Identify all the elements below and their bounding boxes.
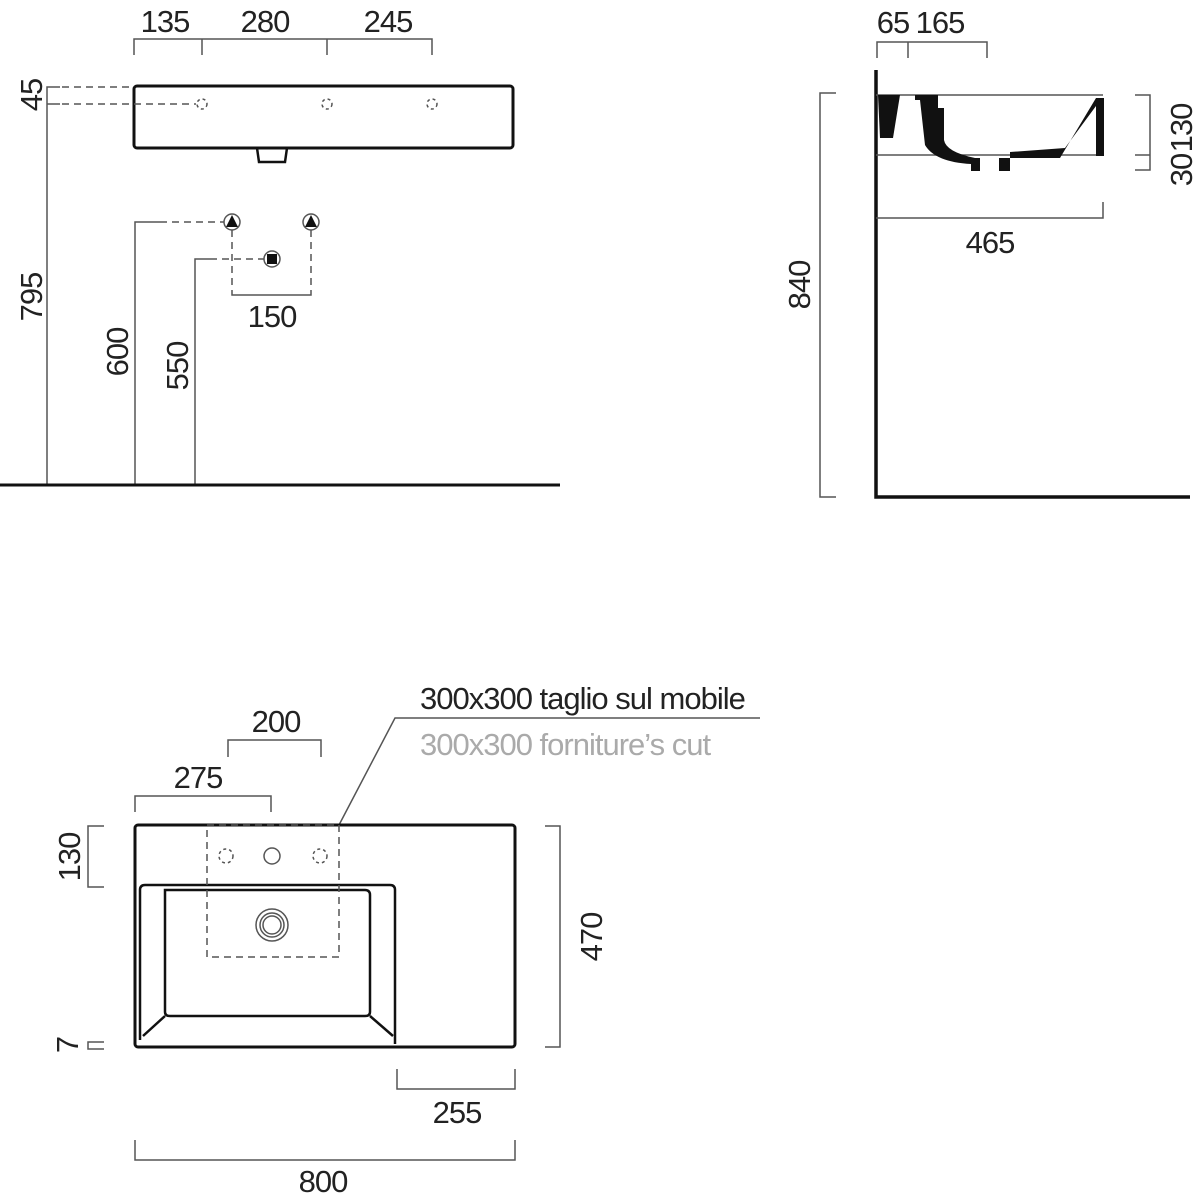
dim-600: 600 — [100, 327, 135, 376]
dim-45: 45 — [14, 79, 49, 111]
dim-135: 135 — [141, 4, 190, 39]
dim-275: 275 — [174, 760, 223, 795]
drain-icon — [255, 908, 289, 942]
dim-130: 130 — [1164, 103, 1199, 152]
water-supply-icon — [223, 213, 241, 231]
basin-front-outline — [132, 84, 515, 150]
basin-section — [876, 94, 1104, 171]
dim-840: 840 — [782, 260, 817, 309]
optional-tap-hole — [312, 848, 328, 864]
cabinet-cut-area — [206, 824, 340, 958]
cut-label-english: 300x300 forniture’s cut — [420, 727, 711, 762]
dim-130-plan: 130 — [52, 832, 87, 881]
waste-outlet-icon — [263, 250, 281, 268]
side-view: 65 165 840 130 30 465 — [782, 5, 1199, 499]
dim-150: 150 — [248, 299, 297, 334]
dim-245: 245 — [364, 4, 413, 39]
dim-165: 165 — [916, 5, 965, 40]
dim-470: 470 — [574, 912, 609, 961]
dim-30: 30 — [1164, 153, 1199, 186]
water-supply-icon — [302, 213, 320, 231]
dim-465: 465 — [966, 225, 1015, 260]
optional-tap-hole — [218, 848, 234, 864]
drain-outline — [255, 147, 289, 164]
leader-line — [338, 717, 760, 826]
dim-795: 795 — [14, 273, 49, 322]
front-view: 135 280 245 45 795 150 600 550 — [0, 4, 560, 487]
dim-280: 280 — [241, 4, 290, 39]
wall-and-floor — [874, 70, 1190, 499]
dim-65: 65 — [877, 5, 909, 40]
dim-7: 7 — [50, 1037, 85, 1053]
basin-plan-outline — [133, 823, 517, 1049]
dim-200: 200 — [252, 704, 301, 739]
tap-hole — [263, 847, 281, 865]
cut-label-italian: 300x300 taglio sul mobile — [420, 681, 745, 716]
dim-255: 255 — [433, 1095, 482, 1130]
top-dimension-lines — [133, 38, 433, 55]
plan-view: 300x300 taglio sul mobile 300x300 fornit… — [50, 681, 760, 1199]
dim-800: 800 — [299, 1164, 348, 1199]
dim-550: 550 — [160, 341, 195, 390]
